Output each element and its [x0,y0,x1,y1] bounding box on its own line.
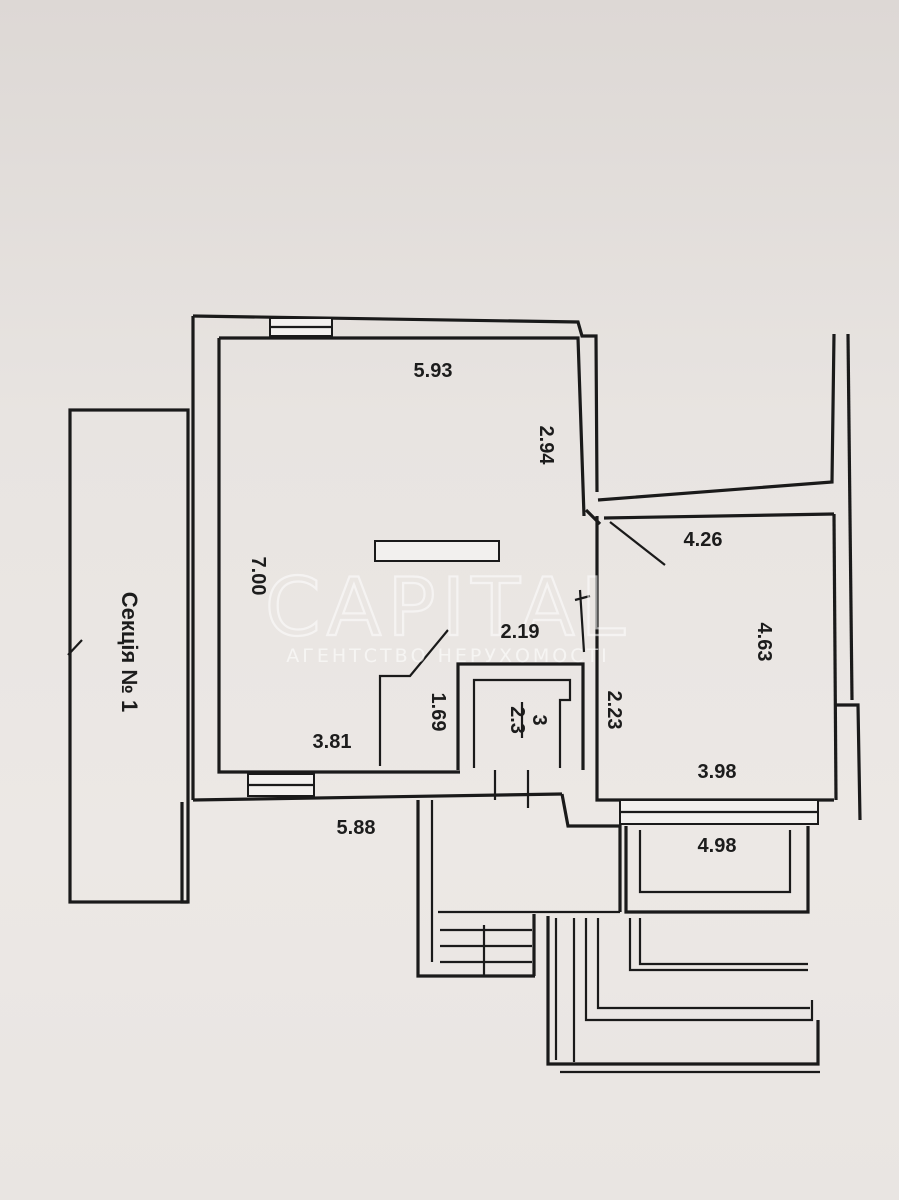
dim-bath-area: 2.3 [506,706,528,734]
corridor-wall [560,793,622,912]
watermark-subtitle: АГЕНТСТВО НЕРУХОМОСТІ [286,645,610,667]
terrace-step-upper [628,918,808,972]
terrace-outer [532,914,820,1066]
watermark-brand: CAPITAL [265,561,631,654]
east-room-corner [836,703,862,821]
stair-inner [430,800,620,962]
east-room-top-wall [597,333,836,502]
outer-wall-bottom-left [192,792,563,802]
stair-treads [440,928,532,964]
bathroom-outer-wall [456,662,585,770]
partition-element [374,540,500,562]
east-room-door-hinge [584,508,602,526]
dim-east-room-bottom: 3.98 [698,761,737,783]
dim-main-room-left: 7.00 [247,557,269,596]
section-tick-mark [67,639,83,656]
east-room-door-swing [609,521,666,566]
partition-line [378,629,449,766]
inner-wall-main-room [219,336,586,517]
east-room-left-bottom [595,516,834,802]
stair-outer [416,800,535,978]
dim-east-room-right: 4.63 [753,623,775,662]
east-room-right-wall [832,513,838,801]
outer-wall-top [192,314,599,493]
bathroom-inner-wall [472,678,572,768]
section-label: Секція № 1 [117,592,142,713]
dim-main-room-top: 5.93 [414,360,453,382]
balcony-outer [624,826,810,914]
terrace-step-mid [584,918,814,1022]
dim-exterior-bottom-left: 5.88 [337,817,376,839]
bathroom-door-jambs [493,770,530,808]
inner-wall-main-room-left [217,338,460,774]
terrace-step-left [554,918,576,1062]
dim-bath-number: 3 [528,714,550,725]
dim-main-room-bottom: 3.81 [313,731,352,753]
corridor-door-mark [574,589,591,653]
east-room-inner-top [603,512,835,520]
dim-balcony: 4.98 [698,835,737,857]
dim-east-room-top: 4.26 [684,529,723,551]
dim-corridor-right: 2.23 [603,691,625,730]
dim-main-room-right-upper: 2.94 [535,426,557,466]
dim-bath-left: 1.69 [427,693,449,732]
exterior-step [180,802,188,904]
dim-bath-top: 2.19 [501,621,540,643]
balcony-inner [638,830,792,894]
outer-wall-right [846,333,854,701]
